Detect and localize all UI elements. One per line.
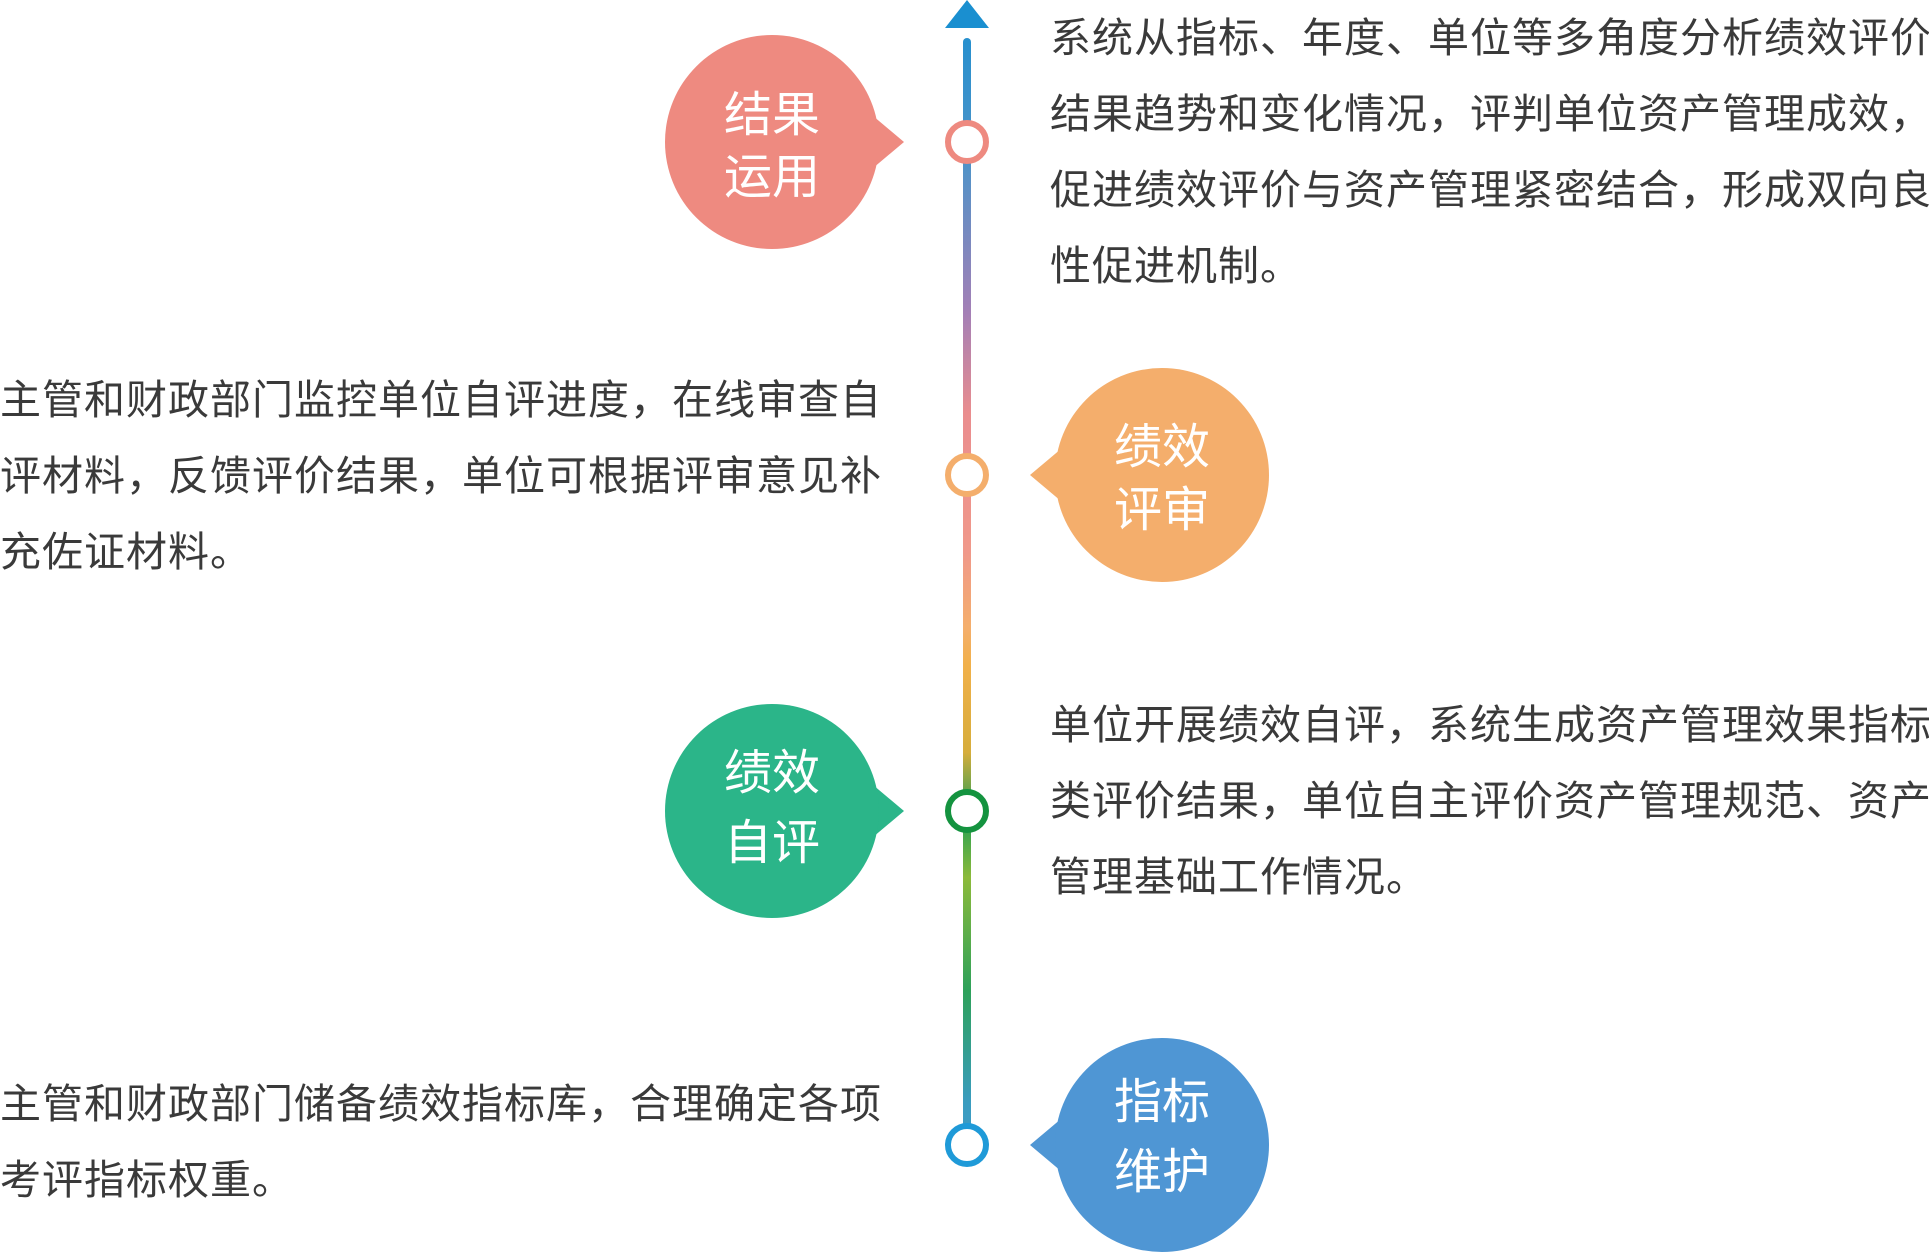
timeline-axis xyxy=(963,38,971,1138)
timeline-node-results xyxy=(945,120,989,164)
stage-label-results-line2: 运用 xyxy=(724,149,820,205)
description-line: 类评价结果，单位自主评价资产管理规范、资产 xyxy=(1050,777,1929,825)
stage-bubble-results: 结果 运用 xyxy=(665,35,904,249)
description-line: 主管和财政部门监控单位自评进度，在线审查自 xyxy=(0,376,882,424)
stage-label-self-eval-line2: 自评 xyxy=(724,815,820,871)
stage-description-indicator: 主管和财政部门储备绩效指标库，合理确定各项 考评指标权重。 xyxy=(0,1066,882,1218)
description-line: 系统从指标、年度、单位等多角度分析绩效评价 xyxy=(1050,14,1929,62)
stage-label-review-line2: 评审 xyxy=(1114,482,1210,538)
stage-label-review-line1: 绩效 xyxy=(1114,419,1210,475)
stage-label-results-line1: 结果 xyxy=(724,87,820,143)
stage-label-indicator-line2: 维护 xyxy=(1114,1144,1210,1200)
stage-description-results: 系统从指标、年度、单位等多角度分析绩效评价 结果趋势和变化情况，评判单位资产管理… xyxy=(1050,0,1929,304)
description-line: 性促进机制。 xyxy=(1050,242,1302,290)
stage-bubble-self-eval: 绩效 自评 xyxy=(665,704,904,918)
timeline-node-self-eval xyxy=(945,789,989,833)
description-line: 评材料，反馈评价结果，单位可根据评审意见补 xyxy=(0,452,882,500)
bubble-circle xyxy=(1055,1038,1269,1252)
arrow-up-icon xyxy=(945,0,989,28)
stage-label-self-eval-line1: 绩效 xyxy=(724,745,820,801)
description-line: 结果趋势和变化情况，评判单位资产管理成效， xyxy=(1050,90,1929,138)
timeline-node-review xyxy=(945,453,989,497)
stage-bubble-indicator: 指标 维护 xyxy=(1030,1038,1269,1252)
description-line: 管理基础工作情况。 xyxy=(1050,853,1428,901)
description-line: 主管和财政部门储备绩效指标库，合理确定各项 xyxy=(0,1080,882,1128)
stage-description-review: 主管和财政部门监控单位自评进度，在线审查自 评材料，反馈评价结果，单位可根据评审… xyxy=(0,362,882,590)
description-line: 考评指标权重。 xyxy=(0,1156,294,1204)
stage-bubble-review: 绩效 评审 xyxy=(1030,368,1269,582)
bubble-circle xyxy=(665,704,879,918)
bubble-circle xyxy=(1055,368,1269,582)
bubble-circle xyxy=(665,35,879,249)
stage-description-self-eval: 单位开展绩效自评，系统生成资产管理效果指标 类评价结果，单位自主评价资产管理规范… xyxy=(1050,687,1929,915)
description-line: 促进绩效评价与资产管理紧密结合，形成双向良 xyxy=(1050,166,1929,214)
stage-label-indicator-line1: 指标 xyxy=(1114,1074,1210,1130)
timeline-node-indicator xyxy=(945,1123,989,1167)
description-line: 充佐证材料。 xyxy=(0,528,252,576)
description-line: 单位开展绩效自评，系统生成资产管理效果指标 xyxy=(1050,701,1929,749)
